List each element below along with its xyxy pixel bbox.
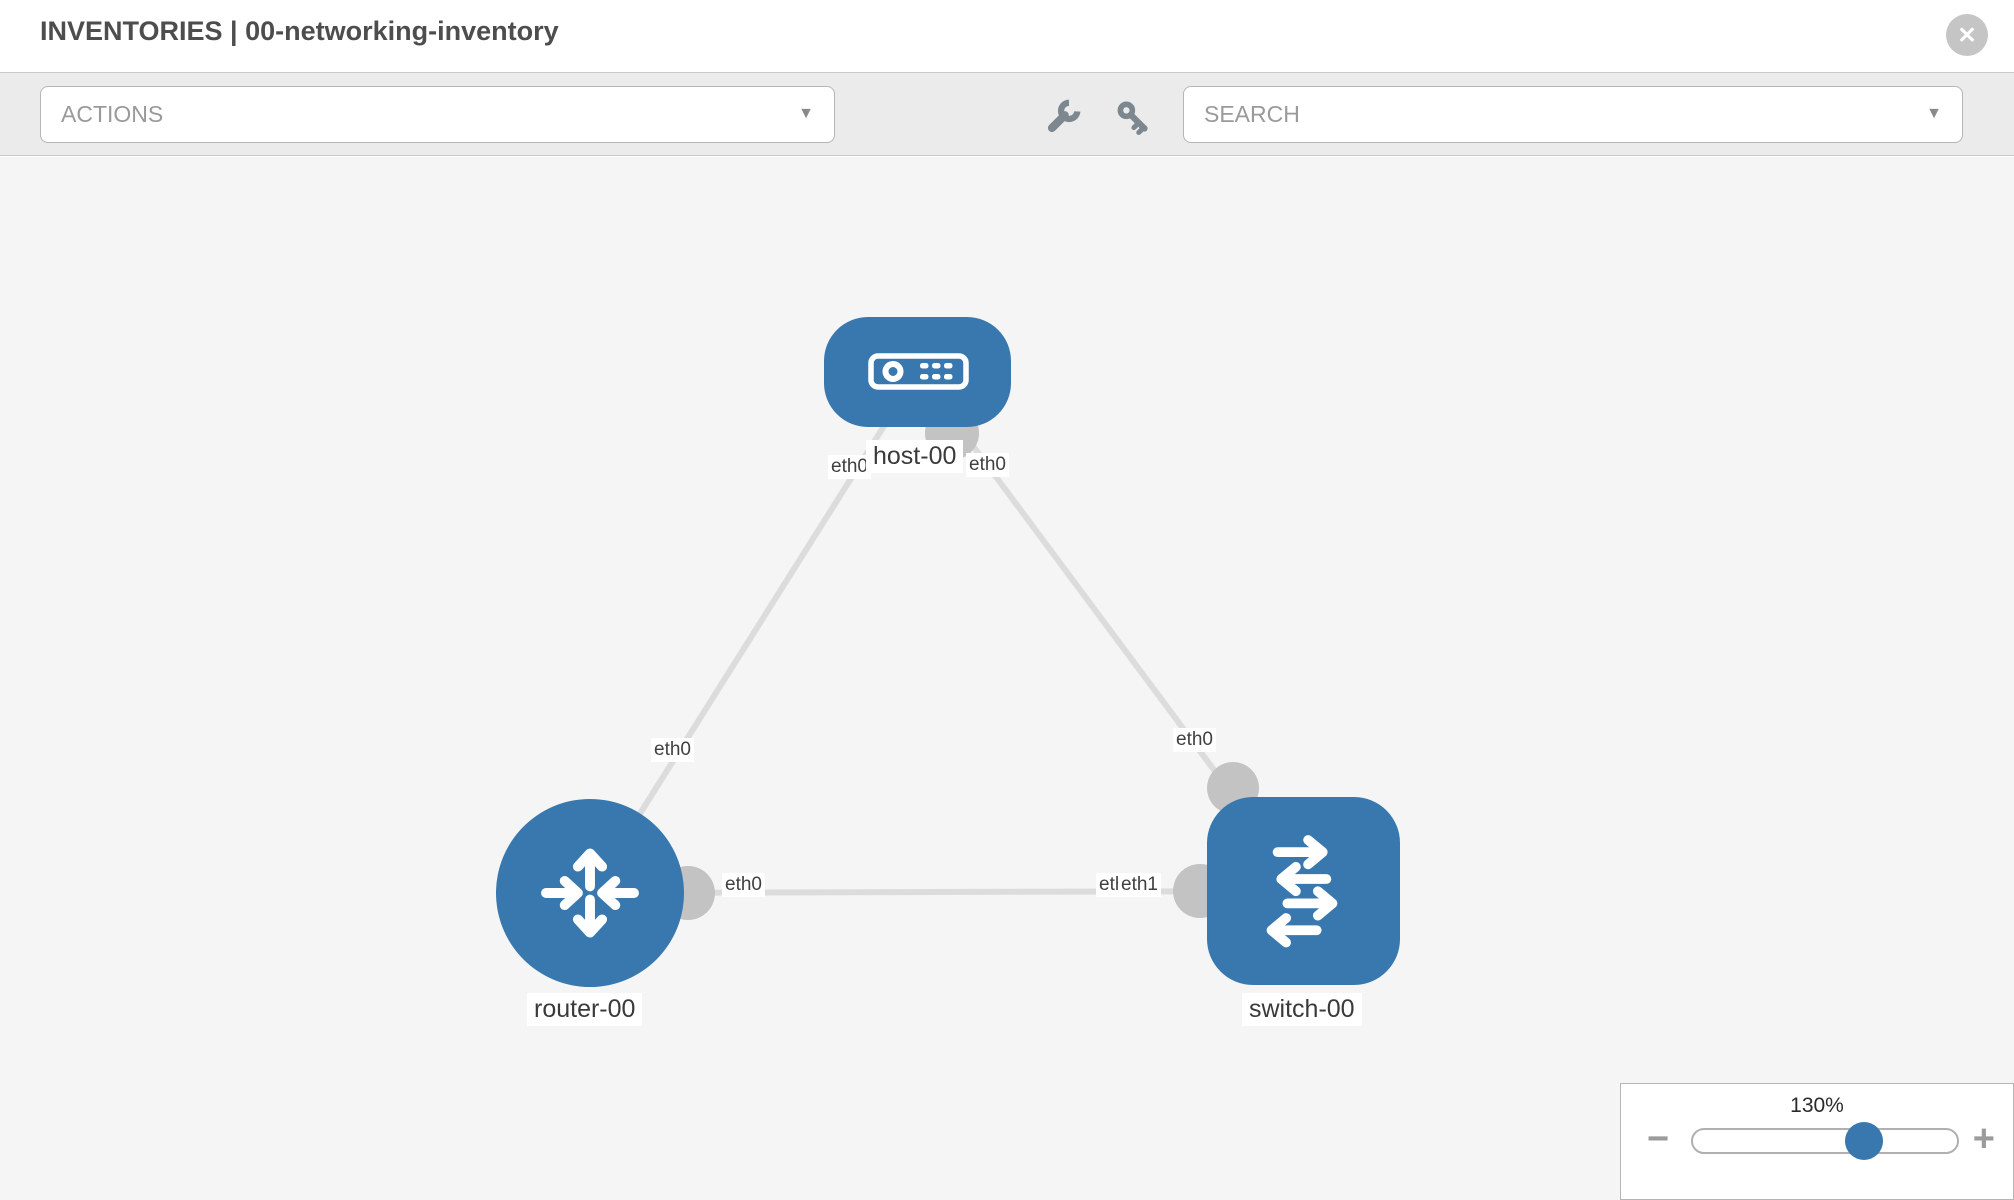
zoom-in-button[interactable]: + [1972, 1118, 1995, 1160]
header: INVENTORIES | 00-networking-inventory ✕ [0, 0, 2014, 72]
chevron-down-icon: ▼ [1926, 105, 1942, 122]
interface-label: eth0 [828, 455, 871, 479]
host-icon [868, 353, 969, 390]
node-label-router-00: router-00 [527, 993, 643, 1027]
chevron-down-icon: ▼ [798, 105, 814, 122]
zoom-panel: 130% − + [1620, 1083, 2014, 1200]
toolbar: ACTIONS ▼ SEARCH ▼ [0, 72, 2014, 156]
zoom-slider-thumb[interactable] [1845, 1122, 1883, 1160]
node-label-switch-00: switch-00 [1242, 993, 1362, 1027]
search-placeholder: SEARCH [1204, 101, 1300, 127]
actions-dropdown-label: ACTIONS [61, 101, 164, 127]
topology-canvas[interactable]: eth0 eth0 eth0 eth0 eth0 eth0 eth1 host-… [0, 157, 2014, 1200]
wrench-icon[interactable] [1043, 97, 1083, 137]
search-dropdown[interactable]: SEARCH ▼ [1183, 86, 1963, 143]
page-title: INVENTORIES | 00-networking-inventory [40, 16, 559, 46]
interface-label: eth1 [1118, 873, 1161, 897]
interface-label: eth0 [966, 453, 1009, 477]
node-switch-00[interactable] [1207, 797, 1400, 985]
close-button[interactable]: ✕ [1946, 14, 1988, 56]
interface-label: eth0 [1173, 728, 1216, 752]
key-icon[interactable] [1113, 97, 1153, 137]
node-router-00[interactable] [496, 799, 684, 987]
node-host-00[interactable] [824, 317, 1011, 427]
zoom-slider-track[interactable] [1691, 1122, 1959, 1160]
zoom-out-button[interactable]: − [1647, 1118, 1670, 1160]
interface-label: eth0 [651, 738, 694, 762]
switch-icon [1266, 835, 1338, 948]
node-label-host-00: host-00 [866, 440, 964, 474]
interface-label: eth0 [722, 873, 765, 897]
close-icon: ✕ [1957, 21, 1977, 48]
actions-dropdown[interactable]: ACTIONS ▼ [40, 86, 835, 143]
router-icon [541, 848, 639, 938]
zoom-level: 130% [1790, 1094, 1844, 1117]
